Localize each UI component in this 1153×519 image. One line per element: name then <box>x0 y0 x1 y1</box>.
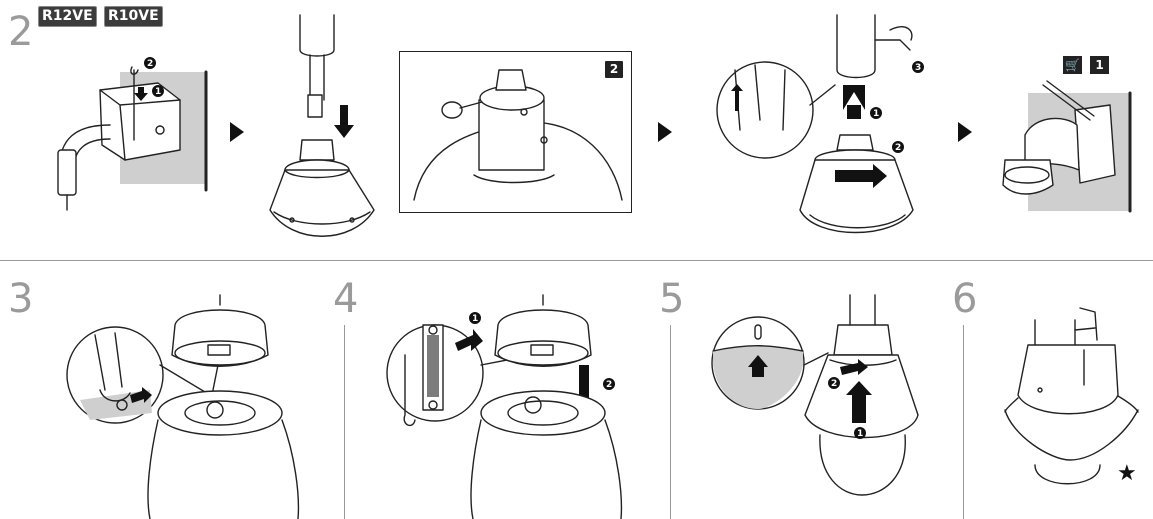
svg-text:3: 3 <box>915 63 921 73</box>
column-divider <box>670 325 671 519</box>
callout-3-icon: 3 <box>912 61 924 73</box>
step6-final-illustration <box>1004 307 1139 485</box>
row-divider <box>0 260 1153 261</box>
step4-connector-illustration: 1 2 <box>386 294 623 519</box>
svg-text:1: 1 <box>155 87 161 97</box>
wall-mounted-camera-illustration <box>1002 80 1132 213</box>
callout-2-icon: 2 <box>828 377 840 389</box>
arrow-right-icon <box>958 122 972 142</box>
svg-text:2: 2 <box>606 380 612 390</box>
svg-text:1: 1 <box>472 314 478 324</box>
svg-text:2: 2 <box>831 379 837 389</box>
step-number-6: 6 <box>952 276 978 322</box>
svg-text:2: 2 <box>147 59 153 69</box>
cart-icon: 🛒 <box>1063 56 1082 74</box>
step-number-4: 4 <box>333 276 359 322</box>
detail-view-box <box>399 51 632 213</box>
callout-1-icon: 1 <box>870 107 882 119</box>
step-number-2: 2 <box>8 9 34 55</box>
callout-1-icon: 1 <box>469 312 481 324</box>
star-icon: ★ <box>1117 461 1137 486</box>
detail-note-icon: 2 <box>605 61 623 78</box>
attach-housing-illustration: 3 1 2 <box>716 14 924 234</box>
arrow-right-icon <box>230 122 244 142</box>
model-badge-r12ve: R12VE <box>38 6 97 27</box>
callout-1-icon: 1 <box>152 85 164 97</box>
column-divider <box>963 325 964 519</box>
callout-2-icon: 2 <box>892 141 904 153</box>
cable-connection-illustration <box>269 14 375 237</box>
step5-dome-illustration: 2 1 <box>711 294 919 496</box>
housing-detail-illustration <box>413 69 623 201</box>
step3-wiring-illustration <box>66 294 300 519</box>
column-divider <box>344 325 345 519</box>
wall-mount-bracket-illustration: 2 1 <box>57 57 208 211</box>
model-badge-r10ve: R10VE <box>104 6 163 27</box>
step-number-5: 5 <box>659 276 685 322</box>
callout-2-icon: 2 <box>144 57 156 69</box>
mount-note-icon: 1 <box>1090 56 1109 74</box>
svg-text:1: 1 <box>873 109 879 119</box>
svg-text:2: 2 <box>895 143 901 153</box>
arrow-right-icon <box>658 122 672 142</box>
callout-1-icon: 1 <box>854 427 866 439</box>
svg-text:1: 1 <box>857 429 863 439</box>
step-number-3: 3 <box>8 276 34 322</box>
callout-2-icon: 2 <box>603 378 615 390</box>
